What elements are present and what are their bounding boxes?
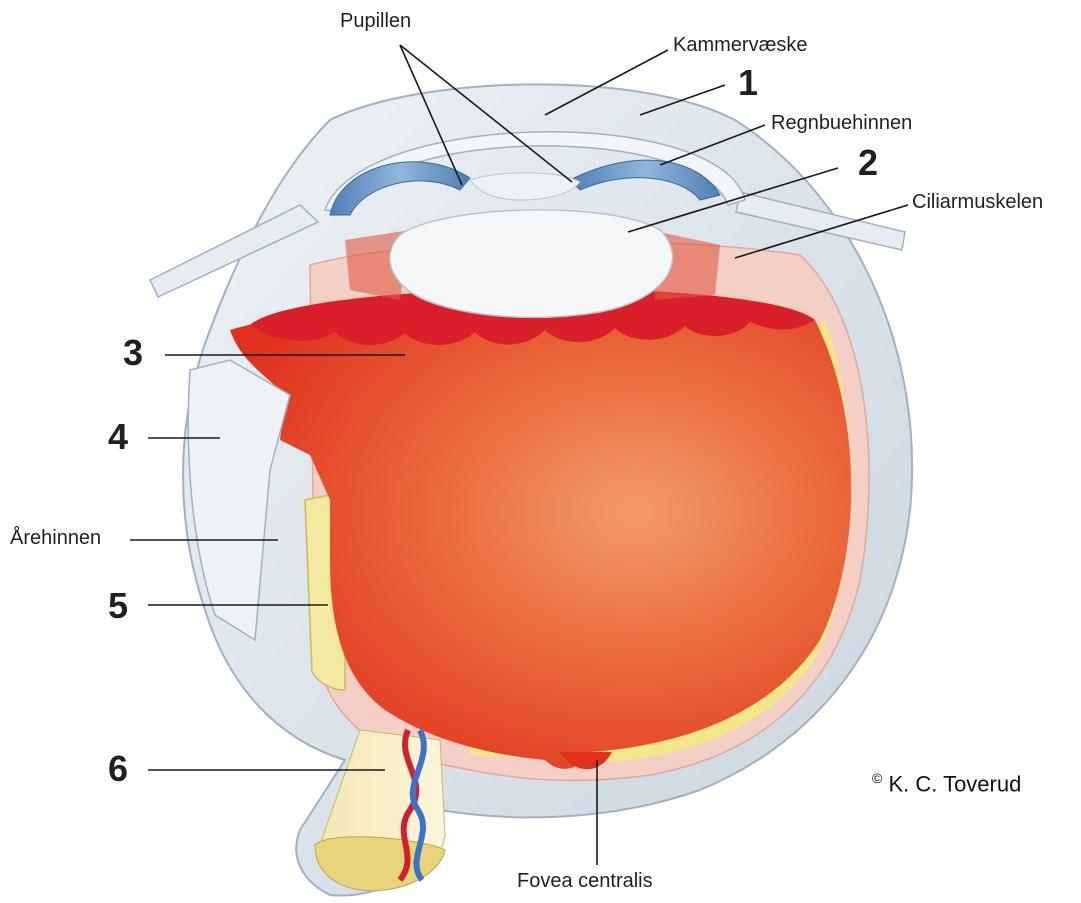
number-5: 5 (108, 585, 128, 627)
label-arehinnen: Årehinnen (10, 527, 101, 550)
label-ciliarmuskelen: Ciliarmuskelen (912, 191, 1043, 214)
label-fovea-centralis: Fovea centralis (517, 870, 653, 893)
number-2: 2 (858, 142, 878, 184)
copyright-symbol: © (872, 770, 882, 786)
label-kammervaeske: Kammervæske (673, 34, 807, 57)
number-6: 6 (108, 748, 128, 790)
number-4: 4 (108, 416, 128, 458)
copyright-author: K. C. Toverud (888, 771, 1021, 796)
label-pupillen: Pupillen (340, 10, 411, 33)
copyright-notice: © K. C. Toverud (872, 770, 1021, 797)
number-1: 1 (738, 62, 758, 104)
label-regnbuehinnen: Regnbuehinnen (771, 112, 912, 135)
lens (390, 210, 673, 318)
number-3: 3 (123, 332, 143, 374)
